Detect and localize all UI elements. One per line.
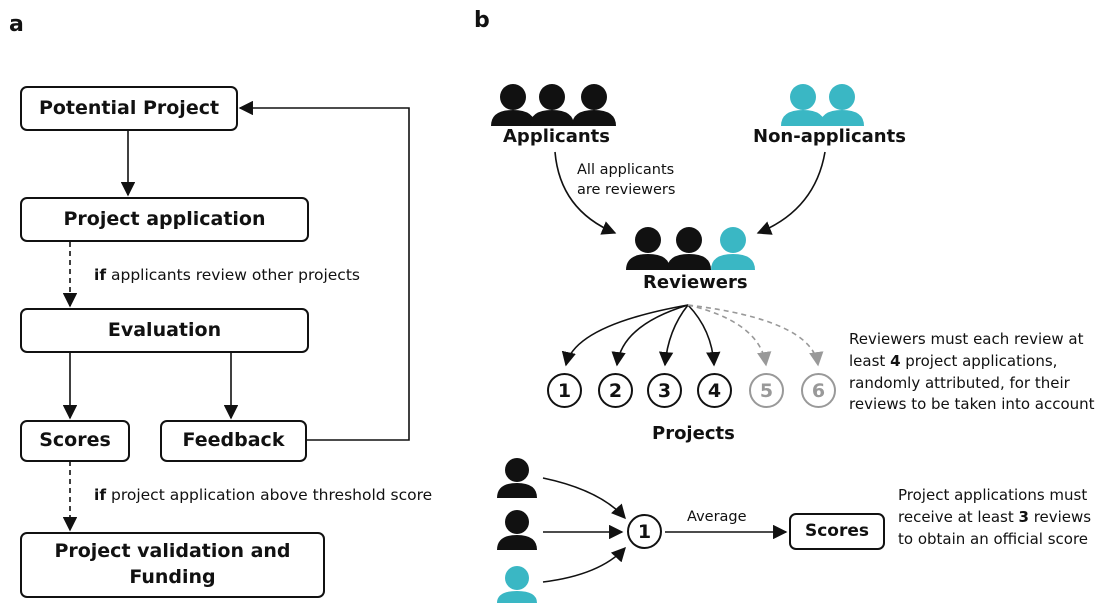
scores-box: Scores — [20, 420, 130, 462]
arrow-review-1 — [561, 304, 689, 367]
applicants-label: Applicants — [503, 126, 610, 147]
applicant-icons — [491, 84, 616, 126]
feedback-box: Feedback — [160, 420, 307, 462]
condition-review: if applicants review other projects — [94, 266, 360, 284]
arrow-feedback-loop — [238, 100, 410, 441]
arrow-nonapplicants-to-reviewers — [756, 151, 826, 235]
arrow-review-3 — [658, 304, 689, 367]
arrow-review-4 — [687, 304, 721, 367]
average-node: 1 — [627, 514, 662, 549]
panel-a-letter: a — [9, 12, 24, 37]
project-3: 3 — [647, 373, 682, 408]
potential-project-box: Potential Project — [20, 86, 238, 131]
reviewer-icons — [626, 227, 755, 270]
arrow-review-2 — [611, 304, 689, 367]
project-2: 2 — [598, 373, 633, 408]
reviewers-rule-note: Reviewers must each review at least 4 pr… — [849, 330, 1095, 414]
validation-line1: Project validation and — [54, 540, 291, 563]
arrow-score-3 — [542, 546, 626, 583]
scores-result-box: Scores — [789, 513, 885, 550]
reviewers-label: Reviewers — [643, 272, 748, 293]
project-5: 5 — [749, 373, 784, 408]
average-label: Average — [687, 509, 747, 525]
arrow-applicants-to-reviewers — [554, 151, 617, 235]
evaluation-box: Evaluation — [20, 308, 309, 353]
non-applicants-label: Non-applicants — [753, 126, 906, 147]
panel-b-letter: b — [474, 8, 490, 33]
score-rule-note: Project applications must receive at lea… — [898, 486, 1092, 548]
arrow-review-6 — [687, 304, 824, 367]
condition-threshold: if project application above threshold s… — [94, 486, 433, 504]
arrow-score-1 — [542, 477, 626, 520]
scorer-icons — [497, 458, 537, 603]
validation-box: Project validation and Funding — [20, 532, 325, 598]
non-applicant-icons — [781, 84, 864, 126]
project-4: 4 — [697, 373, 732, 408]
projects-label: Projects — [652, 423, 735, 444]
project-6: 6 — [801, 373, 836, 408]
project-application-box: Project application — [20, 197, 309, 242]
validation-line2: Funding — [129, 566, 216, 588]
all-applicants-note: All applicants are reviewers — [577, 162, 676, 199]
project-1: 1 — [547, 373, 582, 408]
arrow-review-5 — [687, 304, 772, 367]
